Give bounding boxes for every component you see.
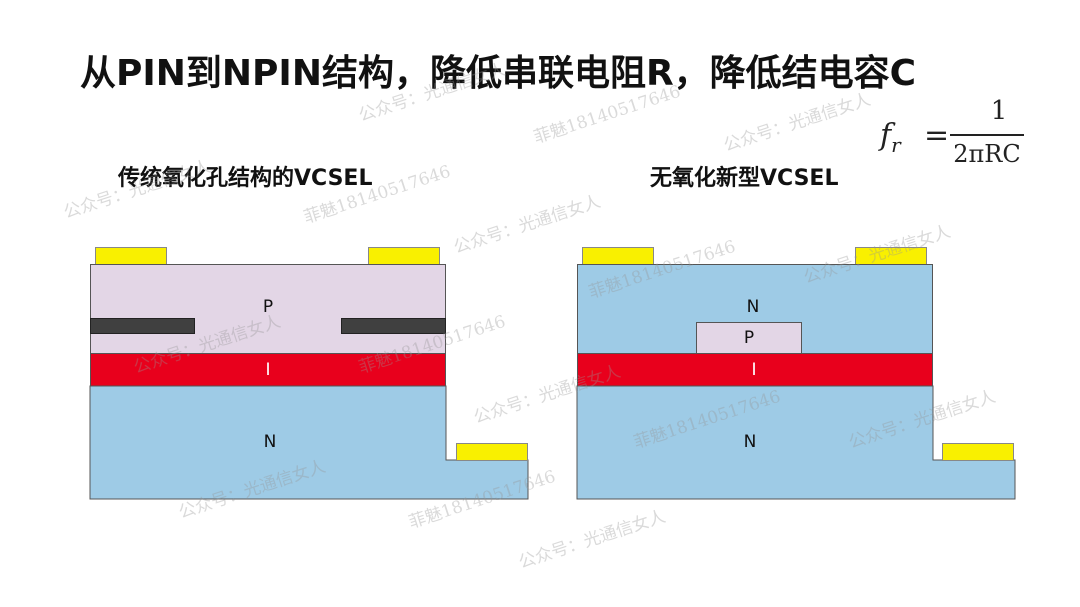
left-diagram-title: 传统氧化孔结构的VCSEL — [118, 166, 373, 191]
watermark: 公众号：光通信女人 — [516, 506, 669, 574]
right-top-contact-2 — [855, 247, 927, 265]
left-p-label: P — [262, 297, 274, 317]
right-n-layer — [576, 385, 1016, 500]
left-oxide-1 — [90, 318, 195, 334]
right-diagram-title: 无氧化新型VCSEL — [650, 166, 839, 191]
watermark: 公众号：光通信女人 — [451, 191, 604, 259]
formula-denominator: 2πRC — [953, 140, 1021, 168]
page-title: 从PIN到NPIN结构，降低串联电阻R，降低结电容C — [80, 53, 917, 94]
left-n-layer — [89, 385, 529, 500]
right-top-contact-1 — [582, 247, 654, 265]
left-top-contact-1 — [95, 247, 167, 265]
left-bottom-contact — [456, 443, 528, 461]
formula-numerator: 1 — [990, 96, 1008, 126]
right-n-top-label: N — [746, 297, 760, 317]
frequency-formula: fr = 1 2πRC — [878, 96, 1048, 178]
formula-equals: = — [924, 118, 950, 153]
formula-fraction-bar — [950, 134, 1024, 136]
right-n-label: N — [743, 432, 757, 452]
left-top-contact-2 — [368, 247, 440, 265]
formula-lhs: fr — [880, 118, 901, 157]
right-p-label: P — [743, 328, 755, 348]
left-oxide-2 — [341, 318, 446, 334]
left-n-label: N — [263, 432, 277, 452]
left-i-label: I — [265, 360, 271, 380]
right-i-label: I — [751, 360, 757, 380]
right-bottom-contact — [942, 443, 1014, 461]
